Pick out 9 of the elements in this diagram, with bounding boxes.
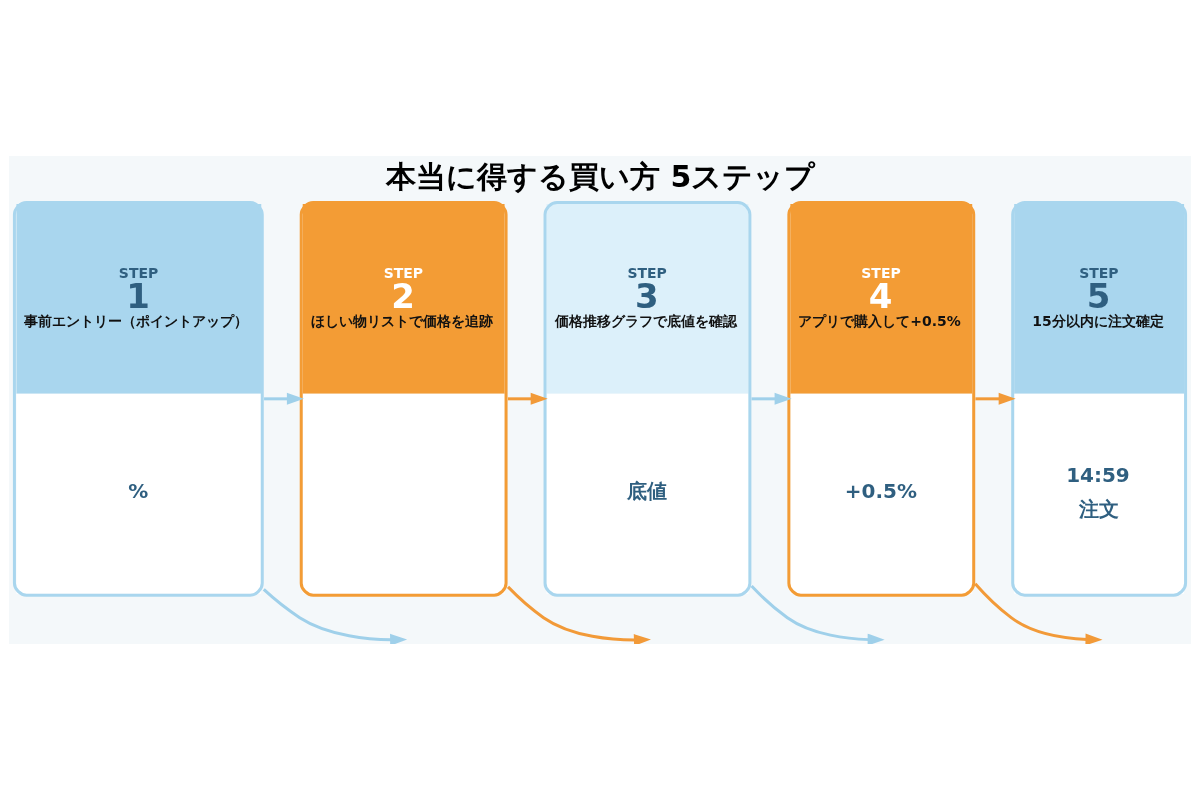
arrow [974,582,1103,644]
arrow [264,392,304,405]
arrow [750,585,885,644]
arrow [262,588,408,644]
arrow [506,585,651,644]
diagram-title: 本当に得する買い方 5ステップ [386,158,816,194]
arrow [751,392,792,405]
arrow [975,392,1016,405]
arrow [507,392,548,405]
